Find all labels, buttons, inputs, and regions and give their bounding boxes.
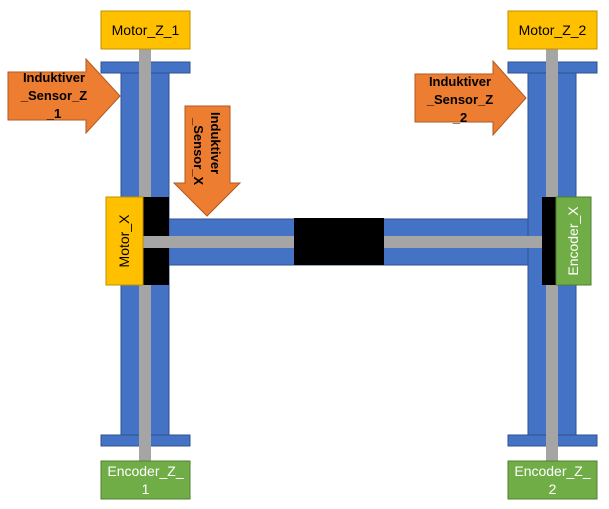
encoder-z-1-label-line1: Encoder_Z_ bbox=[107, 463, 183, 479]
encoder-x-label: Encoder_X bbox=[565, 206, 581, 276]
motor-z-1-label: Motor_Z_1 bbox=[112, 22, 180, 38]
encoder-x-box: Encoder_X bbox=[555, 196, 592, 286]
sensor-z-2-label-line2: _Sensor_Z bbox=[426, 92, 494, 107]
left-carriage-shaft-pass bbox=[143, 236, 169, 248]
sensor-x-arrow: Induktiver _Sensor_X bbox=[172, 105, 242, 217]
sensor-z-1-arrow: Induktiver _Sensor_Z _1 bbox=[7, 57, 121, 135]
sensor-x-label-line1: Induktiver bbox=[208, 112, 223, 174]
motor-z-2-box: Motor_Z_2 bbox=[507, 10, 598, 50]
sensor-z-1-label-line1: Induktiver bbox=[23, 70, 85, 85]
x-carriage bbox=[294, 218, 384, 265]
sensor-z-2-label-line3: _2 bbox=[452, 110, 467, 125]
encoder-z-1-label-line2: 1 bbox=[142, 481, 150, 497]
motor-z-1-box: Motor_Z_1 bbox=[100, 10, 191, 50]
encoder-z-2-label-line1: Encoder_Z_ bbox=[514, 463, 590, 479]
encoder-z-2-box: Encoder_Z_ 2 bbox=[507, 460, 598, 500]
sensor-z-2-label-line1: Induktiver bbox=[429, 74, 491, 89]
sensor-z-1-label-line2: _Sensor_Z bbox=[20, 88, 88, 103]
sensor-x-label-line2: _Sensor_X bbox=[191, 117, 206, 186]
sensor-z-1-label-line3: _1 bbox=[46, 106, 61, 121]
motor-x-label: Motor_X bbox=[116, 214, 132, 268]
motor-z-2-label: Motor_Z_2 bbox=[519, 22, 587, 38]
sensor-z-2-arrow: Induktiver _Sensor_Z _2 bbox=[414, 59, 527, 137]
encoder-z-1-box: Encoder_Z_ 1 bbox=[100, 460, 191, 500]
motor-x-box: Motor_X bbox=[105, 196, 144, 286]
encoder-z-2-label-line2: 2 bbox=[549, 481, 557, 497]
